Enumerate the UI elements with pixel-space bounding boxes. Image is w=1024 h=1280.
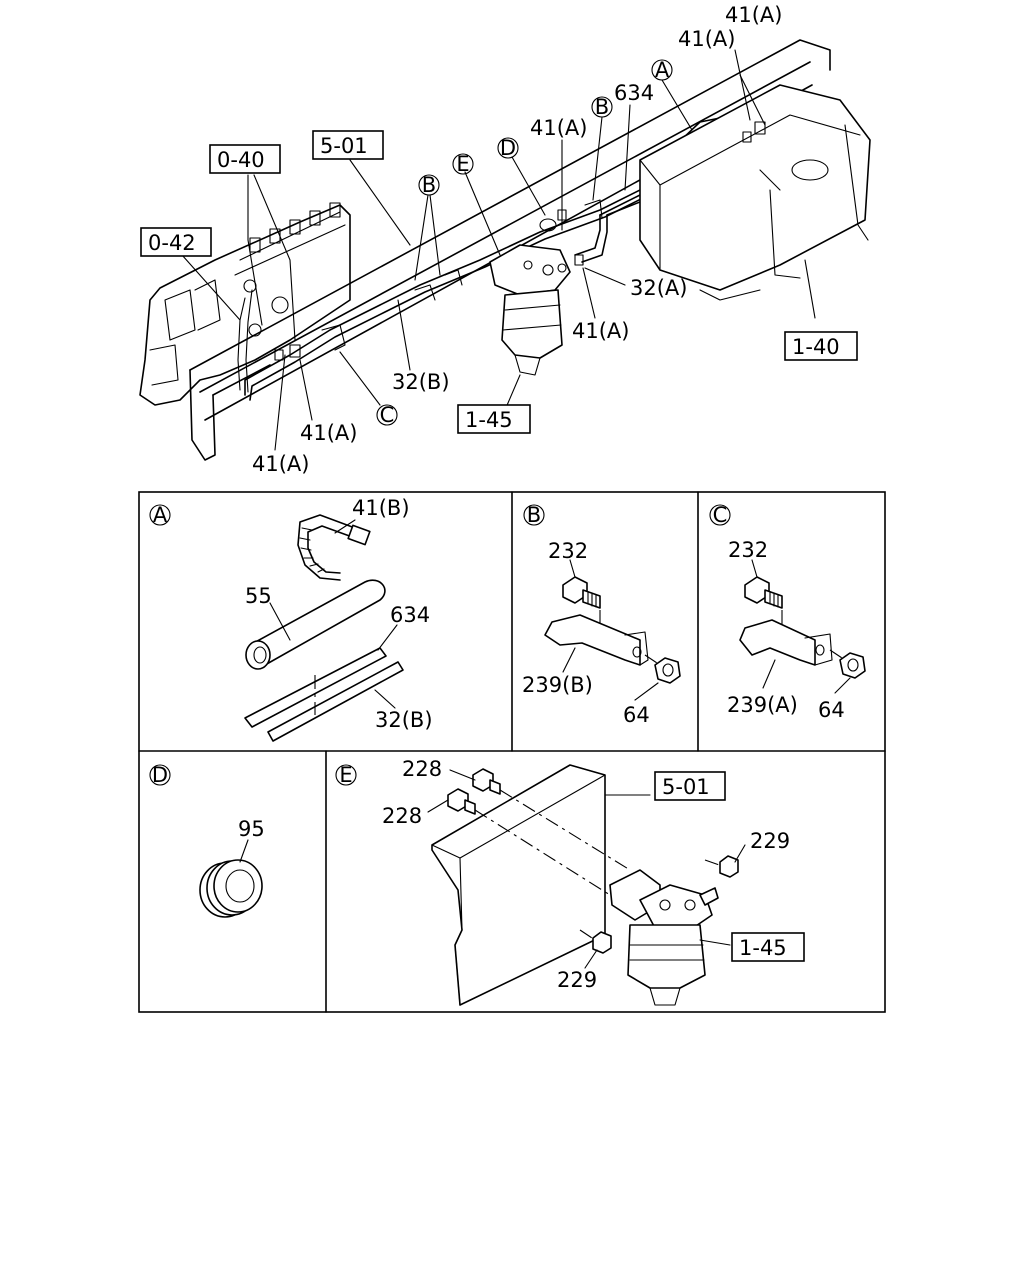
panel-c-64: 64 [818,698,845,722]
label-634: 634 [614,81,654,105]
pipe-32b-detail [267,661,404,742]
label-41a-mid: 41(A) [530,116,587,140]
panel-b-239b: 239(B) [522,673,593,697]
label-41a-top-2: 41(A) [678,27,735,51]
ref-0-42-label: 0-42 [148,231,196,255]
callout-a: A [651,58,673,82]
callout-b-1-label: B [595,95,609,119]
panel-e-229-bottom: 229 [557,968,597,992]
protector-55 [245,579,386,670]
frame-section-5-01 [431,764,606,1006]
panel-e-tag: E [339,763,352,787]
ref-5-01-label: 5-01 [320,134,368,158]
label-41a-top-1: 41(A) [725,3,782,27]
detail-panel-a: A 41(B) 55 634 32(B) [149,496,433,742]
ref-box-0-40: 0-40 [209,144,281,174]
panel-a-41b: 41(B) [352,496,410,520]
panel-e-228-top: 228 [402,757,442,781]
label-32b: 32(B) [392,370,450,394]
fuel-filter-assembly [489,244,571,376]
callout-b-2: B [418,173,440,197]
grommet-95 [199,859,263,918]
bolt-232-b [562,576,601,609]
ref-5-01-e-label: 5-01 [662,775,710,799]
ref-1-45-e-label: 1-45 [739,936,787,960]
callout-d-label: D [500,136,516,160]
label-32a: 32(A) [630,276,687,300]
fuel-pipe-32b [237,179,666,401]
clips-41a [274,121,766,361]
panel-a-634: 634 [390,603,430,627]
nut-64-c [839,652,866,679]
panel-d-tag: D [152,763,168,787]
label-41a-right: 41(A) [572,319,629,343]
ref-box-1-45: 1-45 [457,404,531,434]
detail-panel-c: C 232 239(A) 64 [709,503,866,722]
ref-box-5-01-e: 5-01 [654,771,726,801]
panel-b-232: 232 [548,539,588,563]
nut-229-bottom [592,931,612,954]
detail-panel-d: D 95 [149,763,265,918]
panel-c-232: 232 [728,538,768,562]
fuel-filter-1-45 [609,869,719,1006]
panel-e-229-top: 229 [750,829,790,853]
ref-box-0-42: 0-42 [140,227,212,257]
cable-tie-41b [297,514,356,581]
label-41a-left-1: 41(A) [300,421,357,445]
detail-panel-e: E [335,757,805,1006]
callout-b-1: B [591,95,613,119]
panel-b-tag: B [527,503,541,527]
main-assembly-view: 0-40 0-42 5-01 1-40 1-45 A B B [139,3,871,476]
ref-0-40-label: 0-40 [217,148,265,172]
panel-c-239a: 239(A) [727,693,798,717]
engine-block [139,202,351,406]
callout-e: E [452,152,474,176]
nut-64-b [654,657,681,684]
callout-c-label: C [380,403,395,427]
panel-a-55: 55 [245,584,272,608]
bolt-228-top [472,768,501,795]
nut-229-top [719,855,739,878]
callout-c: C [376,403,398,427]
callout-e-label: E [456,152,469,176]
panel-d-95: 95 [238,817,265,841]
panel-a-tag: A [153,503,168,527]
main-leader-lines [181,49,816,451]
ref-box-1-40: 1-40 [784,331,858,361]
bolt-228-bottom [447,788,476,815]
bolt-232-c [744,576,783,609]
callout-a-label: A [655,58,670,82]
panel-a-32b: 32(B) [375,708,433,732]
ref-box-5-01: 5-01 [312,130,384,160]
bracket-239a [739,619,833,666]
ref-1-40-label: 1-40 [792,335,840,359]
panel-c-tag: C [713,503,728,527]
panel-b-64: 64 [623,703,650,727]
panel-e-228-bottom: 228 [382,804,422,828]
fuel-tank [639,84,871,301]
ref-1-45-label: 1-45 [465,408,513,432]
grommet-95-installed [539,218,557,232]
label-41a-left-2: 41(A) [252,452,309,476]
detail-panel-b: B 232 239(B) 64 [522,503,681,727]
callout-b-2-label: B [422,173,436,197]
ref-box-1-45-e: 1-45 [731,932,805,962]
callout-d: D [497,136,519,160]
